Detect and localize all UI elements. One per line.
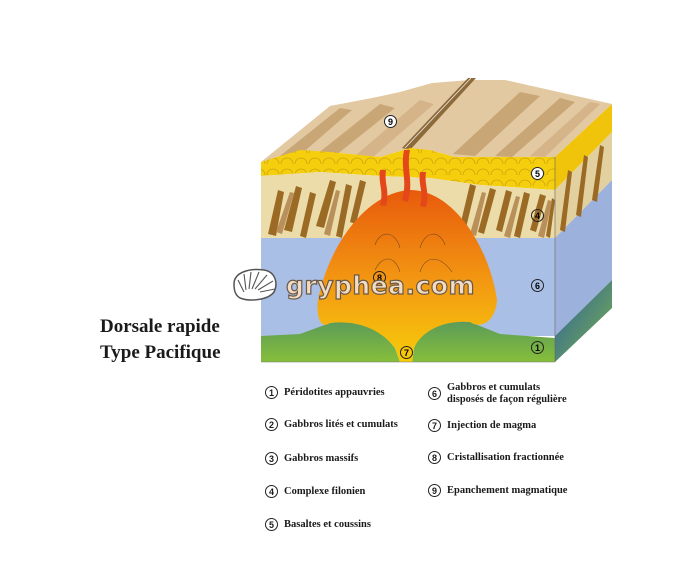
marker-7: 7 (400, 346, 413, 359)
marker-6: 6 (531, 279, 544, 292)
right-face (554, 104, 612, 362)
legend-number: 3 (265, 452, 278, 465)
title-line-1: Dorsale rapide (100, 316, 220, 337)
legend-label: Péridotites appauvries (284, 387, 385, 398)
legend-number: 9 (428, 484, 441, 497)
legend-number: 5 (265, 518, 278, 531)
legend-item-4: 4 Complexe filonien (265, 485, 365, 498)
legend-label: Injection de magma (447, 420, 537, 431)
legend-number: 2 (265, 418, 278, 431)
watermark-text: gryphea.com (285, 270, 476, 300)
legend-number: 8 (428, 451, 441, 464)
legend-label: Complexe filonien (284, 486, 366, 497)
seafloor-surface (261, 77, 612, 162)
legend-number: 6 (428, 387, 441, 400)
legend-number: 4 (265, 485, 278, 498)
legend-item-2: 2 Gabbros lités et cumulats (265, 418, 398, 431)
legend-item-8: 8 Cristallisation fractionnée (428, 451, 564, 464)
dike-swarm (268, 180, 555, 238)
marker-4: 4 (531, 209, 544, 222)
legend-item-3: 3 Gabbros massifs (265, 452, 358, 465)
legend-label: Cristallisation fractionnée (447, 452, 564, 463)
marker-1: 1 (531, 341, 544, 354)
front-face (261, 148, 555, 362)
legend-number: 1 (265, 386, 278, 399)
gryphea-shell-icon (233, 268, 277, 301)
watermark: gryphea.com (230, 266, 475, 304)
legend-label: Gabbros et cumulats disposés de façon ré… (447, 382, 567, 405)
legend-item-9: 9 Epanchement magmatique (428, 484, 567, 497)
legend-label: Gabbros lités et cumulats (284, 419, 398, 430)
legend-item-1: 1 Péridotites appauvries (265, 386, 385, 399)
legend-item-7: 7 Injection de magma (428, 419, 536, 432)
legend-label: Basaltes et coussins (284, 519, 371, 530)
marker-8: 8 (373, 271, 386, 284)
marker-5: 5 (531, 167, 544, 180)
legend-label: Gabbros massifs (284, 453, 359, 464)
title-line-2: Type Pacifique (100, 342, 221, 363)
marker-9: 9 (384, 115, 397, 128)
legend-item-5: 5 Basaltes et coussins (265, 518, 371, 531)
legend-item-6: 6 Gabbros et cumulats disposés de façon … (428, 381, 567, 406)
legend-number: 7 (428, 419, 441, 432)
legend-label: Epanchement magmatique (447, 485, 568, 496)
